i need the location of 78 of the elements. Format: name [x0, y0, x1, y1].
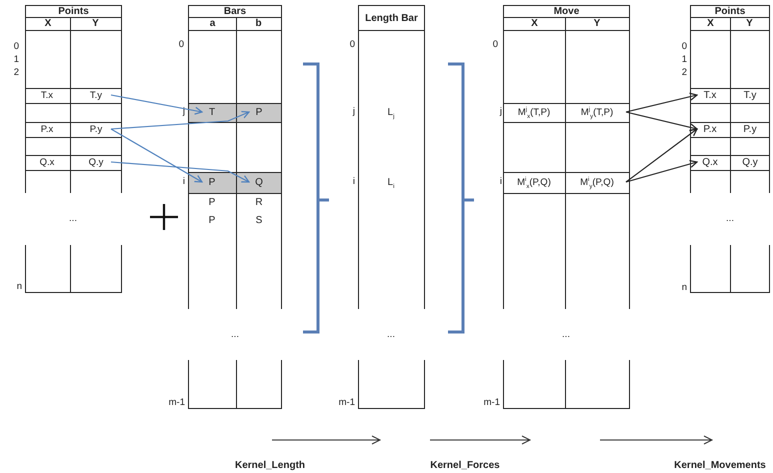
ellipsis: ... [387, 329, 395, 341]
row-index: 0 [14, 41, 19, 53]
table-cell-text: T.x [32, 88, 62, 102]
arrow [110, 110, 250, 130]
table-cell-text: L$_{j}$ [381, 106, 401, 118]
table-cell-text: L$_{i}$ [381, 176, 401, 188]
row-index: 1 [14, 54, 19, 66]
row-index: 2 [682, 67, 687, 79]
ellipsis: ... [562, 329, 570, 341]
column-header: X [690, 17, 731, 31]
row-index: n [16, 281, 22, 293]
column-header: X [503, 17, 566, 31]
arrow [110, 161, 250, 183]
row-index: i [352, 176, 355, 188]
table-cell-text: Q.x [697, 156, 723, 168]
table-title: Bars [188, 5, 282, 18]
row-index: m-1 [168, 397, 185, 409]
table-cell-text: T.x [697, 88, 723, 102]
arrow [626, 128, 698, 182]
column-header: Y [730, 17, 770, 31]
table-cell-text: M$^{j}$$_{y}$(T,P) [568, 106, 626, 118]
row-index: m-1 [484, 397, 500, 409]
table-cell-text: P.x [697, 122, 723, 136]
ellipsis: ... [69, 213, 77, 225]
row-index: j [352, 106, 355, 118]
table-title: Move [503, 5, 630, 18]
arrow [626, 160, 698, 183]
table-cell-text: M$^{i}$$_{x}$(P,Q) [505, 176, 563, 188]
column-header: Y [70, 17, 122, 31]
row-index: 0 [178, 39, 184, 51]
table-cell-text: P.x [32, 122, 62, 136]
table [188, 5, 282, 409]
ellipsis: ... [231, 329, 239, 341]
row-index: i [182, 176, 185, 188]
kernel-label: Kernel_Movements [674, 460, 766, 472]
row-index: j [500, 106, 502, 118]
arrow [110, 94, 203, 115]
table-title: Points [25, 5, 122, 18]
row-index: 0 [350, 39, 355, 51]
table-cell-text: T [202, 106, 222, 118]
table-cell-text: M$^{i}$$_{y}$(P,Q) [568, 176, 626, 188]
arrow [626, 92, 698, 113]
table [358, 5, 425, 409]
row-index: 0 [682, 41, 687, 53]
table-cell-text: Q.y [81, 156, 111, 168]
table-cell-text: T.y [81, 88, 111, 102]
table-title: Points [690, 5, 770, 18]
table-cell-text: P.y [81, 122, 111, 136]
table [503, 5, 630, 409]
table-title: Length Bar [358, 5, 425, 31]
kernel-label: Kernel_Length [235, 460, 305, 472]
row-index: j [182, 106, 185, 118]
column-header: a [188, 17, 237, 31]
table-cell-text: M$^{j}$$_{x}$(T,P) [505, 106, 563, 118]
row-index: m-1 [338, 397, 355, 409]
ellipsis: ... [726, 213, 734, 225]
row-index: n [682, 282, 687, 294]
table-cell-text: Q [249, 176, 269, 188]
kernel-label: Kernel_Forces [430, 460, 500, 472]
row-index: 1 [682, 54, 687, 66]
row-index: 0 [492, 39, 498, 51]
table-cell-text: Q.y [737, 156, 763, 168]
table-cell-text: P [202, 214, 222, 226]
row-index: 2 [14, 67, 19, 79]
table-cell-text: R [249, 196, 269, 208]
arrow [110, 128, 203, 183]
column-header: b [236, 17, 282, 31]
column-header: Y [565, 17, 630, 31]
row-index: i [500, 176, 502, 188]
table-cell-text: P [249, 106, 269, 118]
column-header: X [25, 17, 71, 31]
table-cell-text: Q.x [32, 156, 62, 168]
table-cell-text: P.y [737, 122, 763, 136]
table-cell-text: P [202, 176, 222, 188]
table-cell-text: S [249, 214, 269, 226]
table-cell-text: T.y [737, 88, 763, 102]
arrow [626, 111, 698, 132]
table-cell-text: P [202, 196, 222, 208]
